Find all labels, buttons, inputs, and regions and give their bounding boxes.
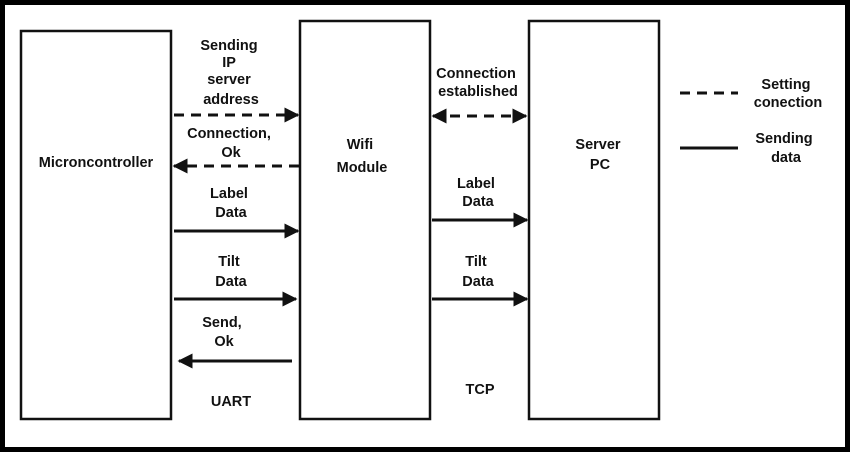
wifi-module-block bbox=[298, 19, 432, 421]
uart-protocol-label: UART bbox=[211, 394, 251, 410]
connection-established-label: Connection established bbox=[436, 66, 520, 100]
sending-ip-label: Sending IP server address bbox=[200, 38, 261, 108]
microcontroller-block bbox=[19, 29, 173, 421]
legend-solid-label: Sending data bbox=[755, 131, 816, 166]
send-ok-label: Send, Ok bbox=[202, 315, 246, 350]
wifi-module-label: Wifi Module bbox=[337, 137, 388, 176]
tcp-protocol-label: TCP bbox=[466, 382, 495, 398]
server-pc-block bbox=[527, 19, 661, 421]
label-data-tcp-label: Label Data bbox=[457, 176, 499, 210]
server-pc-label: Server PC bbox=[575, 137, 624, 173]
microcontroller-label: Microncontroller bbox=[39, 155, 154, 171]
connection-ok-label: Connection, Ok bbox=[187, 126, 275, 161]
tilt-data-tcp-label: Tilt Data bbox=[462, 254, 494, 290]
tilt-data-uart-label: Tilt Data bbox=[215, 254, 247, 290]
label-data-uart-label: Label Data bbox=[210, 186, 252, 221]
legend-dashed-label: Setting conection bbox=[754, 77, 822, 111]
